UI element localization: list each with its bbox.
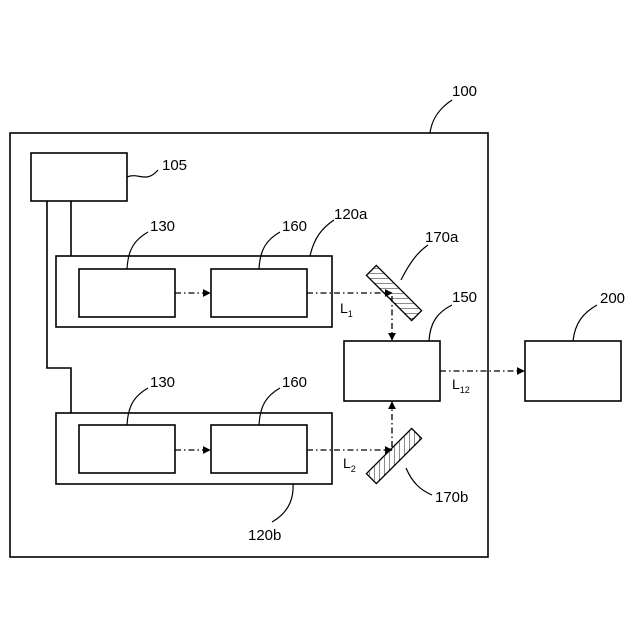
modulator-a-box — [211, 269, 307, 317]
modulator-b-label: 160 — [282, 374, 307, 391]
module-a-label: 120a — [334, 206, 368, 223]
source-a-label: 130 — [150, 218, 175, 235]
source-b-box — [79, 425, 175, 473]
target-leader-line — [573, 305, 597, 341]
source-b-label: 130 — [150, 374, 175, 391]
system-label: 100 — [452, 83, 477, 100]
mirror-a-label: 170a — [425, 229, 459, 246]
module-b-label: 120b — [248, 527, 281, 544]
system-leader-line — [430, 100, 452, 133]
combiner-label: 150 — [452, 289, 477, 306]
controller-box — [31, 153, 127, 201]
target-box — [525, 341, 621, 401]
source-a-box — [79, 269, 175, 317]
modulator-b-box — [211, 425, 307, 473]
combiner-box — [344, 341, 440, 401]
target-label: 200 — [600, 290, 625, 307]
mirror-b-label: 170b — [435, 489, 468, 506]
modulator-a-label: 160 — [282, 218, 307, 235]
controller-label: 105 — [162, 157, 187, 174]
